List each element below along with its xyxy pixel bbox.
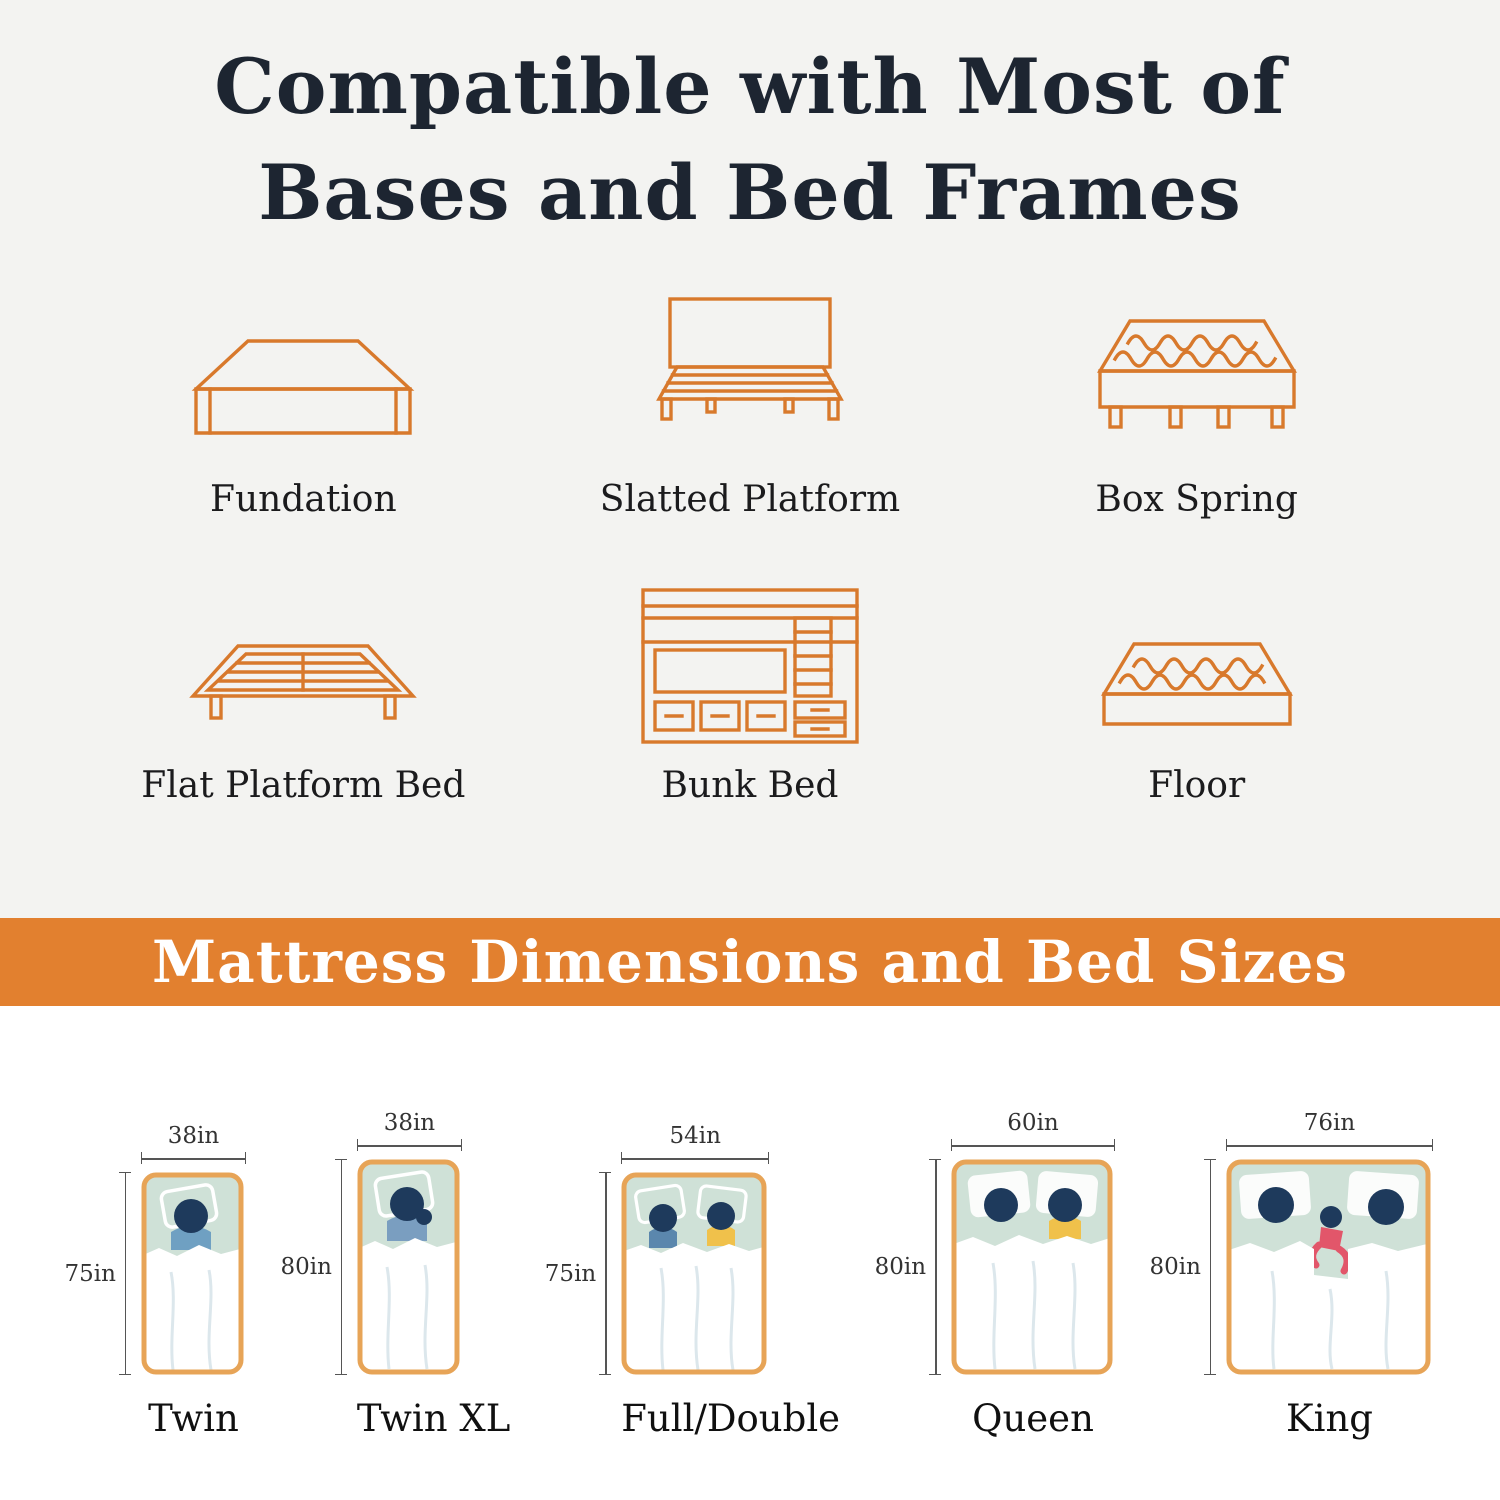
height-dimension-label: 80in (1149, 1254, 1201, 1280)
frame-cell-bunk-bed: Bunk Bed (527, 584, 974, 806)
king-mattress-illustration (1226, 1159, 1431, 1375)
frame-label: Slatted Platform (599, 478, 901, 520)
mattress-name: King (1285, 1397, 1373, 1440)
mattress-name: Full/Double (621, 1397, 841, 1440)
page-title: Compatible with Most of Bases and Bed Fr… (0, 34, 1500, 247)
width-dimension-line: 38in (356, 1110, 462, 1151)
height-dimension-line: 75in (65, 1172, 131, 1375)
width-dimension-line: 54in (621, 1123, 770, 1164)
width-dimension-line: 38in (140, 1123, 246, 1164)
frame-cell-box-spring: Box Spring (973, 293, 1420, 520)
mattress-name: Twin (148, 1397, 239, 1440)
height-dimension-label: 75in (64, 1260, 116, 1287)
queen-mattress-illustration (951, 1159, 1113, 1375)
mattress-name: Twin XL (356, 1397, 511, 1440)
frame-cell-slatted-platform: Slatted Platform (527, 293, 974, 520)
width-dimension-label: 60in (1007, 1110, 1059, 1136)
page-title-line1: Compatible with Most of (214, 42, 1286, 131)
banner-title: Mattress Dimensions and Bed Sizes (151, 928, 1349, 996)
width-dimension-line: 76in (1225, 1110, 1433, 1151)
frame-label: Floor (1148, 764, 1246, 806)
height-dimension-line: 80in (875, 1159, 942, 1375)
height-dimension-label: 75in (544, 1260, 597, 1287)
frame-label: Box Spring (1095, 478, 1298, 520)
mattress-queen: 60in 80in (875, 1109, 1116, 1440)
height-dimension-line: 80in (1150, 1159, 1216, 1375)
mattress-twin-xl: 38in 80in (280, 1109, 511, 1440)
floor-icon (1100, 642, 1293, 726)
frame-cell-flat-platform: Flat Platform Bed (80, 584, 527, 806)
frame-label: Flat Platform Bed (141, 764, 466, 806)
bed-frame-grid: Fundation Sla (0, 293, 1500, 806)
width-dimension-line: 60in (951, 1110, 1116, 1151)
height-dimension-label: 80in (280, 1254, 332, 1280)
width-dimension-label: 38in (383, 1110, 436, 1136)
bunk-bed-icon (641, 588, 859, 744)
flat-platform-bed-icon (189, 644, 418, 720)
frame-cell-floor: Floor (973, 584, 1420, 806)
slatted-platform-icon (656, 297, 844, 421)
frame-cell-foundation: Fundation (80, 293, 527, 520)
mattress-twin: 38in 75in (65, 1122, 246, 1440)
mattress-full-double: 54in 75in (545, 1122, 841, 1440)
height-dimension-label: 80in (874, 1254, 927, 1280)
box-spring-icon (1096, 319, 1297, 429)
height-dimension-line: 75in (545, 1172, 612, 1375)
compatibility-section: Compatible with Most of Bases and Bed Fr… (0, 0, 1500, 918)
height-dimension-line: 80in (280, 1159, 347, 1375)
page-title-line2: Bases and Bed Frames (258, 148, 1242, 238)
twin-mattress-illustration (141, 1172, 244, 1375)
width-dimension-label: 54in (669, 1123, 721, 1149)
width-dimension-label: 38in (167, 1123, 220, 1149)
frame-label: Bunk Bed (661, 764, 839, 806)
twin-xl-mattress-illustration (357, 1159, 460, 1375)
mattress-name: Queen (972, 1397, 1094, 1440)
foundation-icon (191, 339, 415, 435)
mattress-sizes-section: 38in 75in (0, 1006, 1500, 1500)
width-dimension-label: 76in (1303, 1110, 1356, 1136)
section-banner: Mattress Dimensions and Bed Sizes (0, 918, 1500, 1006)
mattress-king: 76in 80in (1150, 1109, 1433, 1440)
full-double-mattress-illustration (621, 1172, 767, 1375)
frame-label: Fundation (209, 478, 397, 520)
